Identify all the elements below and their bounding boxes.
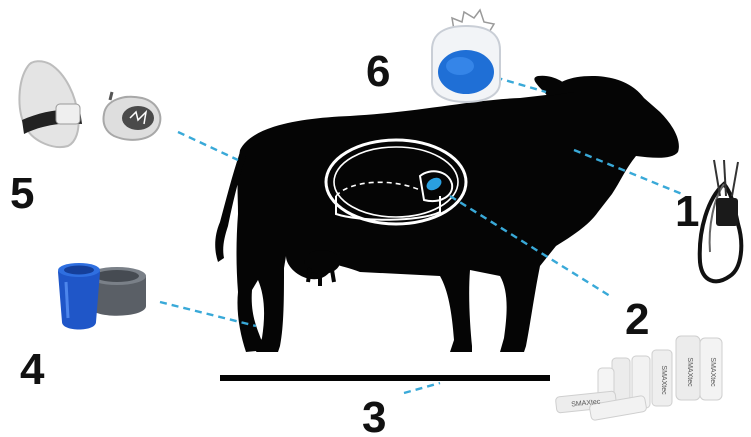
ear-tag-icon [432,10,500,102]
callout-number-3: 3 [362,393,386,437]
callout-number-5: 5 [10,169,34,218]
callout-number-6: 6 [366,47,390,96]
collar-sensor-icon [19,61,160,147]
rumen-bolus-icon: SMAXtec SMAXtec SMAXtec SMAXtec [555,336,722,421]
callout-number-1: 1 [675,187,699,236]
callout-number-4: 4 [20,345,45,394]
leader-line-5 [178,132,238,160]
ear-tag-clip-icon [700,160,742,281]
floor-platform-icon [220,375,550,381]
hoof-boot-icon [58,263,146,330]
bolus-group [555,336,722,421]
cow-silhouette [215,76,679,352]
callout-number-2: 2 [625,295,649,344]
bolus-label-2: SMAXtec [709,357,716,387]
leader-line-3 [404,383,440,393]
bolus-label-1: SMAXtec [686,357,693,387]
cow-body [237,76,679,352]
bolus-label-3: SMAXtec [660,365,667,395]
